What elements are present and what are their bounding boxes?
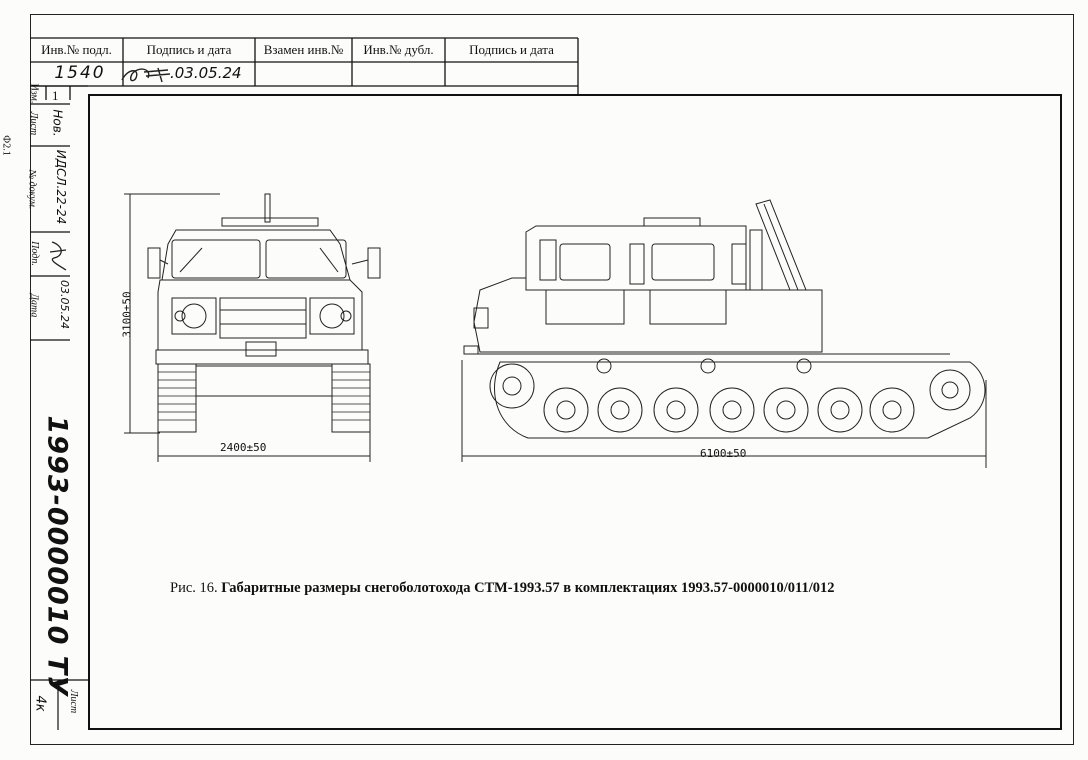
header-podpis-data-1: Подпись и дата (146, 42, 232, 57)
side-podp-label: Подп. (28, 241, 40, 266)
side-view-drawing (461, 199, 987, 468)
caption-title: Габаритные размеры снегоболотохода СТМ-1… (221, 580, 835, 596)
side-stamp-lines (30, 103, 88, 730)
header-inv-dubl: Инв.№ дубл. (363, 42, 434, 57)
side-list-value: Нов. (50, 109, 65, 137)
sheet-label: Лист (68, 689, 80, 714)
side-dokum-label: № докум. (26, 169, 38, 210)
side-date-value: 03.05.24 (57, 280, 71, 329)
sheet-value: 4к (32, 695, 48, 712)
drawing-frame (88, 94, 1062, 730)
side-data-label: Дата (28, 293, 40, 318)
inv-number-value: 1540 (54, 63, 106, 83)
header-date-value: .03.05.24 (170, 64, 242, 82)
width-dimension-label: 2400±50 (220, 441, 267, 454)
side-dokum-value: ИДСЛ.22-24 (54, 149, 69, 225)
header-podpis-data-2: Подпись и дата (469, 42, 554, 57)
side-list-label: Лист (28, 111, 40, 136)
signature-icon (121, 67, 171, 83)
doc-code: 1993-0000010 ТУ (41, 415, 73, 698)
side-signature-icon (49, 241, 67, 271)
top-stamp-lines (30, 37, 579, 100)
side-izm-label: Изм. (28, 83, 40, 104)
figure-caption: Рис. 16. Габаритные размеры снегоболотох… (170, 580, 1030, 597)
front-view-drawing (124, 193, 381, 462)
header-inv-podl: Инв.№ подл. (41, 42, 112, 57)
caption-prefix: Рис. 16. (170, 580, 218, 596)
side-izm-value: 1 (52, 88, 59, 103)
header-vzamen: Взамен инв.№ (263, 42, 344, 57)
height-dimension-label: 3100±50 (120, 291, 134, 338)
length-dimension-label: 6100±50 (700, 447, 747, 460)
outer-border (30, 14, 1074, 745)
